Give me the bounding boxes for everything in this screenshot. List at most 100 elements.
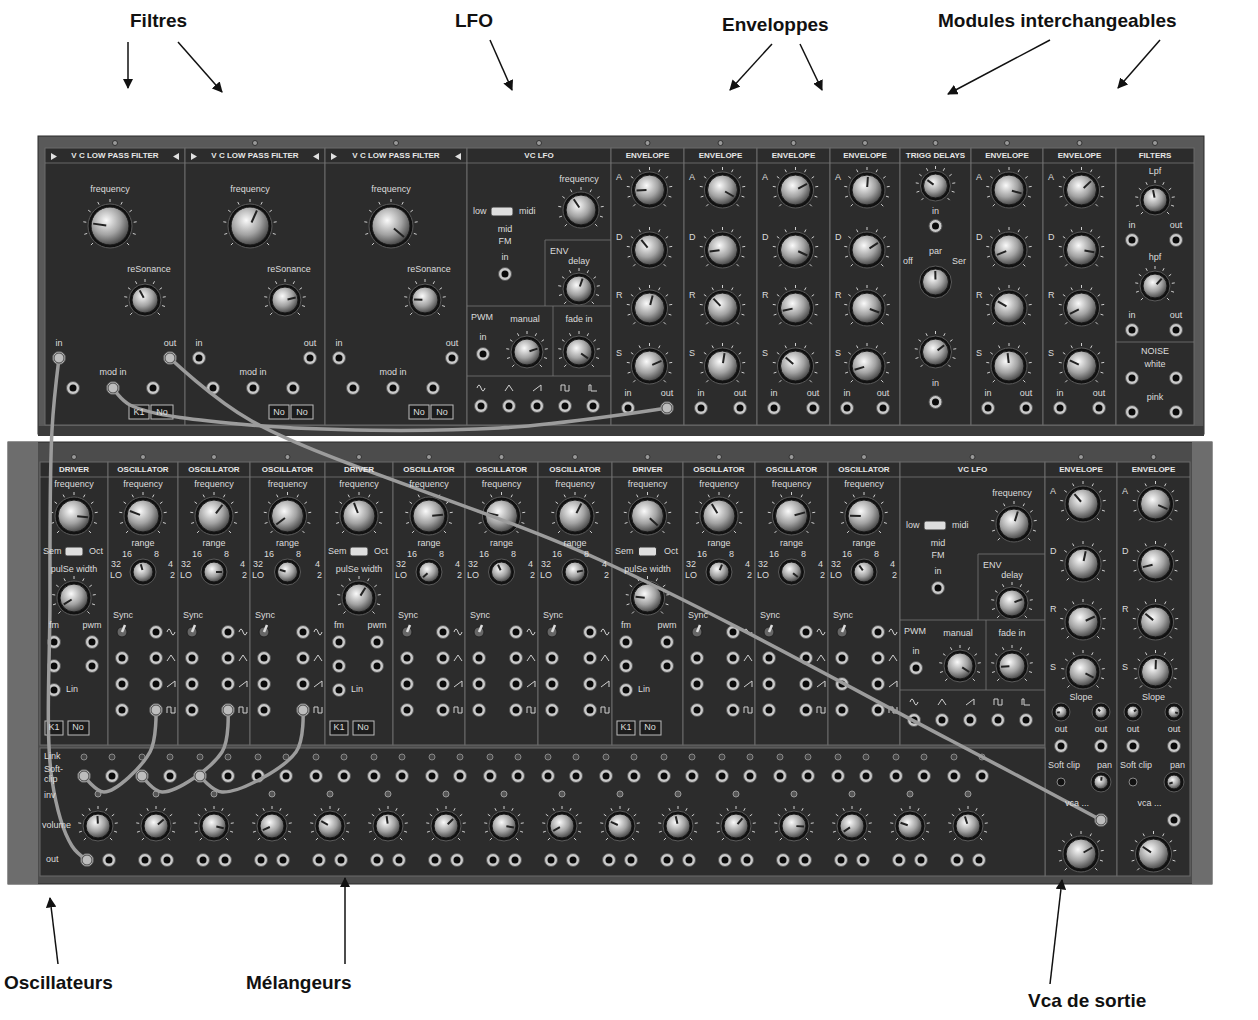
control-label: mod in — [379, 367, 406, 377]
panel-screw — [357, 455, 362, 460]
knob-tick — [1141, 212, 1143, 214]
jack-ring — [893, 854, 906, 867]
waveform-symbol — [889, 681, 897, 687]
knob-cap — [854, 562, 874, 582]
jack-ring — [625, 854, 638, 867]
knob-pointer — [866, 177, 869, 187]
jack-hole — [51, 687, 58, 694]
knob-pointer — [448, 819, 453, 824]
waveform-symbol — [601, 707, 609, 713]
knob-tick — [948, 822, 951, 823]
knob-tick — [173, 822, 176, 823]
knob-tick — [512, 808, 513, 811]
knob-tick — [1097, 518, 1099, 520]
module-art — [465, 455, 538, 746]
jack-ring — [1126, 234, 1139, 247]
jack-hole — [838, 857, 845, 864]
knob-tick — [773, 304, 776, 305]
knob-tick — [485, 831, 488, 833]
knob-tick — [337, 594, 340, 595]
knob-tick — [1146, 268, 1147, 271]
panel-screw — [1153, 141, 1158, 146]
jack-hole — [222, 857, 229, 864]
knob-tick — [1083, 599, 1084, 602]
knob-tick — [935, 331, 936, 334]
module-art — [108, 455, 178, 746]
jack-ring — [427, 382, 440, 395]
knob-tick — [1102, 570, 1105, 572]
knob-pointer — [710, 250, 720, 251]
toggle-lever — [842, 625, 845, 632]
jack-ring — [67, 382, 80, 395]
knob-tick — [553, 808, 554, 811]
jack-hole — [587, 707, 594, 714]
knob-tick — [267, 243, 269, 245]
knob-tick — [999, 288, 1000, 291]
knob-tick — [706, 380, 708, 382]
knob-tick — [106, 808, 107, 811]
knob-tick — [1167, 212, 1169, 214]
knob-cap — [782, 814, 806, 838]
link-led — [573, 754, 579, 760]
jack-hole — [549, 707, 556, 714]
waveform-symbol — [817, 629, 825, 635]
knob-tick — [811, 822, 814, 823]
module-panel — [325, 148, 467, 425]
knob-tick — [1092, 484, 1093, 487]
link-led — [689, 754, 695, 760]
jack-ring — [86, 636, 99, 649]
control-label: R — [762, 290, 769, 300]
knob-skirt — [778, 290, 814, 326]
knob-tick — [991, 520, 994, 521]
knob-tick — [1101, 372, 1104, 374]
jack-ring — [951, 854, 964, 867]
knob-pointer — [901, 823, 908, 825]
panel-screw — [573, 455, 578, 460]
knob-tick — [1065, 322, 1067, 324]
knob-skirt — [195, 497, 233, 535]
control-label: par — [929, 246, 942, 256]
knob-skirt — [1052, 703, 1070, 721]
jack-hole — [995, 717, 1002, 724]
jack-ring — [973, 854, 986, 867]
knob-skirt — [511, 336, 543, 368]
knob-tick — [991, 662, 994, 663]
knob-tick — [1065, 659, 1067, 661]
knob-cap — [781, 175, 811, 205]
knob-tick — [579, 822, 582, 823]
control-label: mid — [498, 224, 513, 234]
jack-ring — [716, 770, 729, 783]
knob-skirt — [631, 581, 665, 615]
jack-ring — [333, 660, 346, 673]
cable-plug — [79, 771, 89, 781]
panel-rule — [900, 477, 1045, 478]
knob-tick — [869, 822, 872, 823]
jack-hole — [603, 773, 610, 780]
knob-tick — [462, 831, 465, 833]
knob-tick — [1081, 227, 1082, 230]
knob-tick — [1175, 628, 1178, 630]
knob-tick — [198, 814, 200, 816]
knob-tick — [1063, 352, 1065, 354]
jack-ring — [542, 770, 555, 783]
knob-tick — [89, 585, 91, 587]
module-art — [757, 141, 830, 426]
jack-hole — [153, 655, 160, 662]
knob-skirt — [849, 348, 885, 384]
knob-tick — [805, 288, 806, 291]
knob-tick — [275, 281, 276, 284]
knob-tick — [1135, 677, 1138, 679]
slide-switch — [924, 521, 946, 530]
knob-tick — [848, 236, 850, 238]
knob-skirt — [920, 266, 952, 298]
knob-tick — [1060, 618, 1063, 619]
jack-hole — [89, 639, 96, 646]
knob-tick — [412, 531, 414, 533]
knob-tick — [517, 333, 518, 336]
jack-hole — [440, 707, 447, 714]
waveform-symbol — [889, 655, 897, 661]
waveform-symbol — [744, 707, 752, 713]
knob-tick — [649, 227, 650, 230]
jack-hole — [967, 717, 974, 724]
inv-led — [907, 791, 913, 797]
